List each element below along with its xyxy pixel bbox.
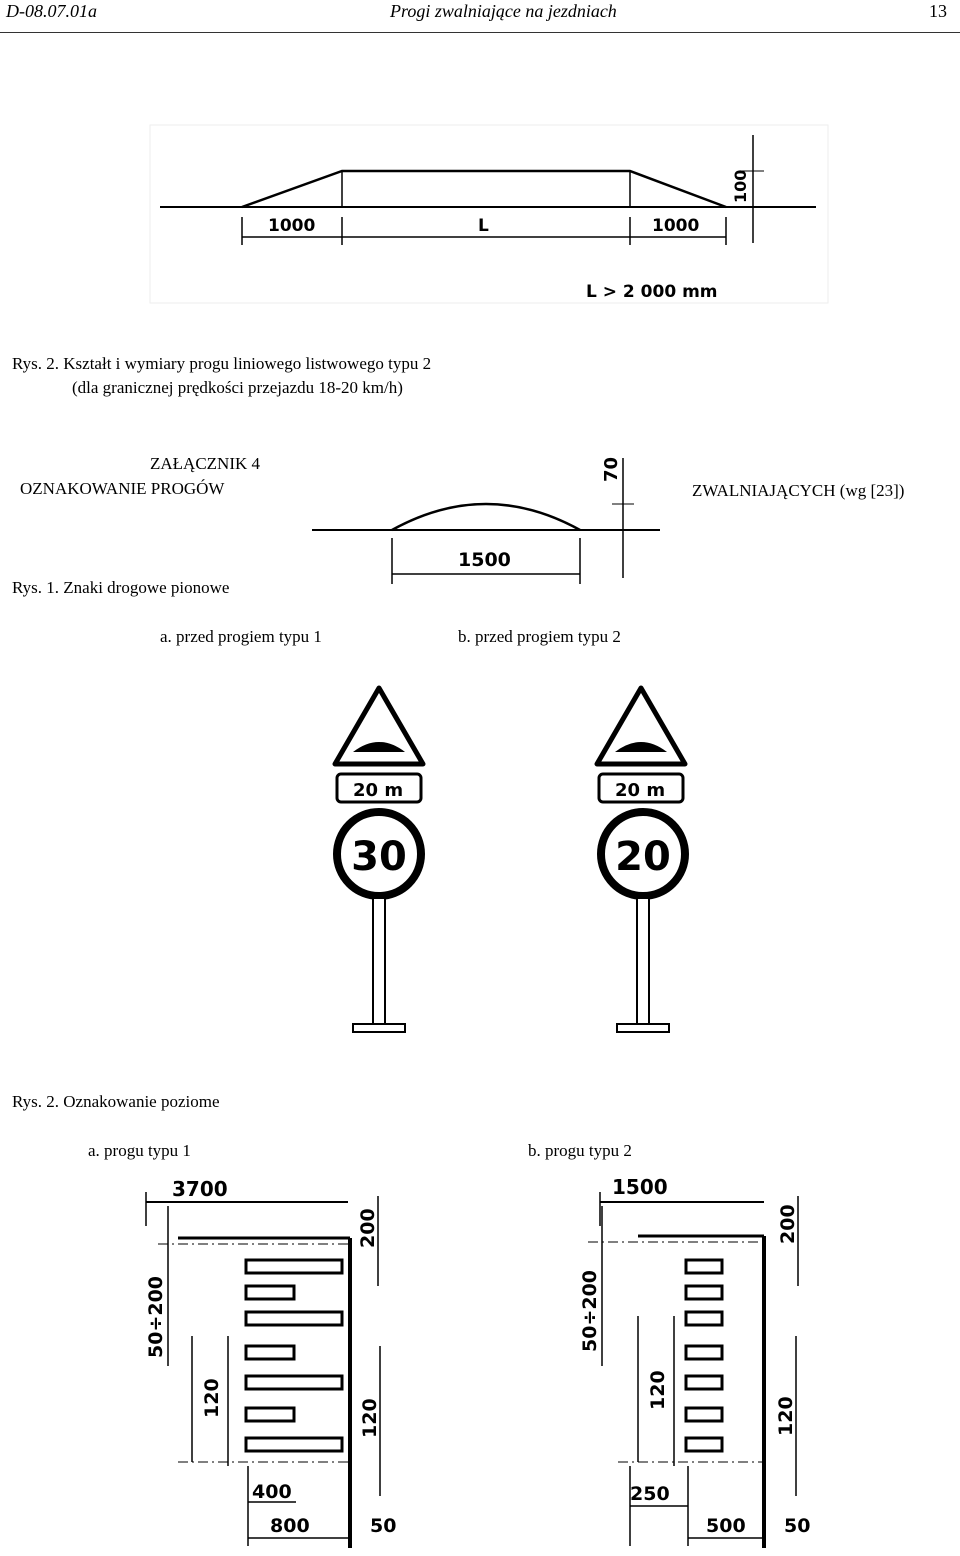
- header-rule: [0, 32, 960, 33]
- sign-label-b: b. przed progiem typu 2: [458, 627, 621, 646]
- markings-drawing: 3700 50÷200 120 200 120 400 800 50: [145, 1175, 810, 1548]
- marking-label-a: a. progu typu 1: [88, 1141, 191, 1160]
- dim-right: 1000: [652, 216, 699, 236]
- sign-a-distance: 20 m: [353, 780, 403, 801]
- annex-title: ZAŁĄCZNIK 4: [150, 454, 261, 473]
- dim-length: 1500: [458, 549, 511, 571]
- b-width: 1500: [612, 1175, 668, 1199]
- sign-b-speed: 20: [615, 834, 671, 880]
- caption-fig2-line2: (dla granicznej prędkości przejazdu 18-2…: [72, 378, 403, 397]
- profile-type2-drawing: 1000 L 1000 100 L > 2 000 mm: [149, 124, 829, 304]
- sign-b: 20 m 20: [594, 685, 689, 1033]
- a-width: 3700: [172, 1177, 228, 1201]
- sign-a: 20 m 30: [332, 685, 426, 1033]
- marking-label-b: b. progu typu 2: [528, 1141, 632, 1160]
- page-number: 13: [929, 1, 947, 21]
- dim-middle: L: [478, 216, 489, 236]
- doc-title: Progi zwalniające na jezdniach: [390, 1, 617, 21]
- b-top: 200: [777, 1204, 799, 1244]
- a-stripe-height: 120: [201, 1378, 223, 1418]
- b-spacing: 50÷200: [579, 1270, 601, 1352]
- dim-height-type1: 70: [601, 457, 622, 482]
- b-stripe-height: 120: [647, 1370, 669, 1410]
- b-short: 250: [630, 1483, 670, 1505]
- marking-b: 1500 50÷200 120 200 120 250 500 50: [579, 1175, 810, 1548]
- annex-subtitle-right: ZWALNIAJĄCYCH (wg [23]): [692, 481, 905, 500]
- a-long: 800: [270, 1515, 310, 1537]
- annex-subtitle-left: OZNAKOWANIE PROGÓW: [20, 479, 225, 498]
- a-spacing: 50÷200: [145, 1276, 167, 1358]
- caption-markings: Rys. 2. Oznakowanie poziome: [12, 1092, 220, 1111]
- dim-left: 1000: [268, 216, 315, 236]
- doc-code: D-08.07.01a: [6, 1, 97, 21]
- sign-label-a: a. przed progiem typu 1: [160, 627, 322, 646]
- b-line: 50: [784, 1515, 810, 1537]
- a-short: 400: [252, 1481, 292, 1503]
- road-signs-drawing: 20 m 30 20 m 20: [332, 685, 689, 1033]
- condition: L > 2 000 mm: [586, 282, 718, 302]
- b-stripe-height-right: 120: [775, 1396, 797, 1436]
- caption-signs: Rys. 1. Znaki drogowe pionowe: [12, 578, 230, 597]
- a-line: 50: [370, 1515, 396, 1537]
- a-top: 200: [357, 1208, 379, 1248]
- dim-height: 100: [731, 170, 750, 203]
- b-long: 500: [706, 1515, 746, 1537]
- sign-a-speed: 30: [351, 834, 407, 880]
- marking-a: 3700 50÷200 120 200 120 400 800 50: [145, 1177, 396, 1548]
- profile-type1-drawing: 1500 70: [312, 457, 660, 584]
- caption-fig2-line1: Rys. 2. Kształt i wymiary progu linioweg…: [12, 354, 432, 373]
- sign-b-distance: 20 m: [615, 780, 665, 801]
- a-stripe-height-right: 120: [359, 1398, 381, 1438]
